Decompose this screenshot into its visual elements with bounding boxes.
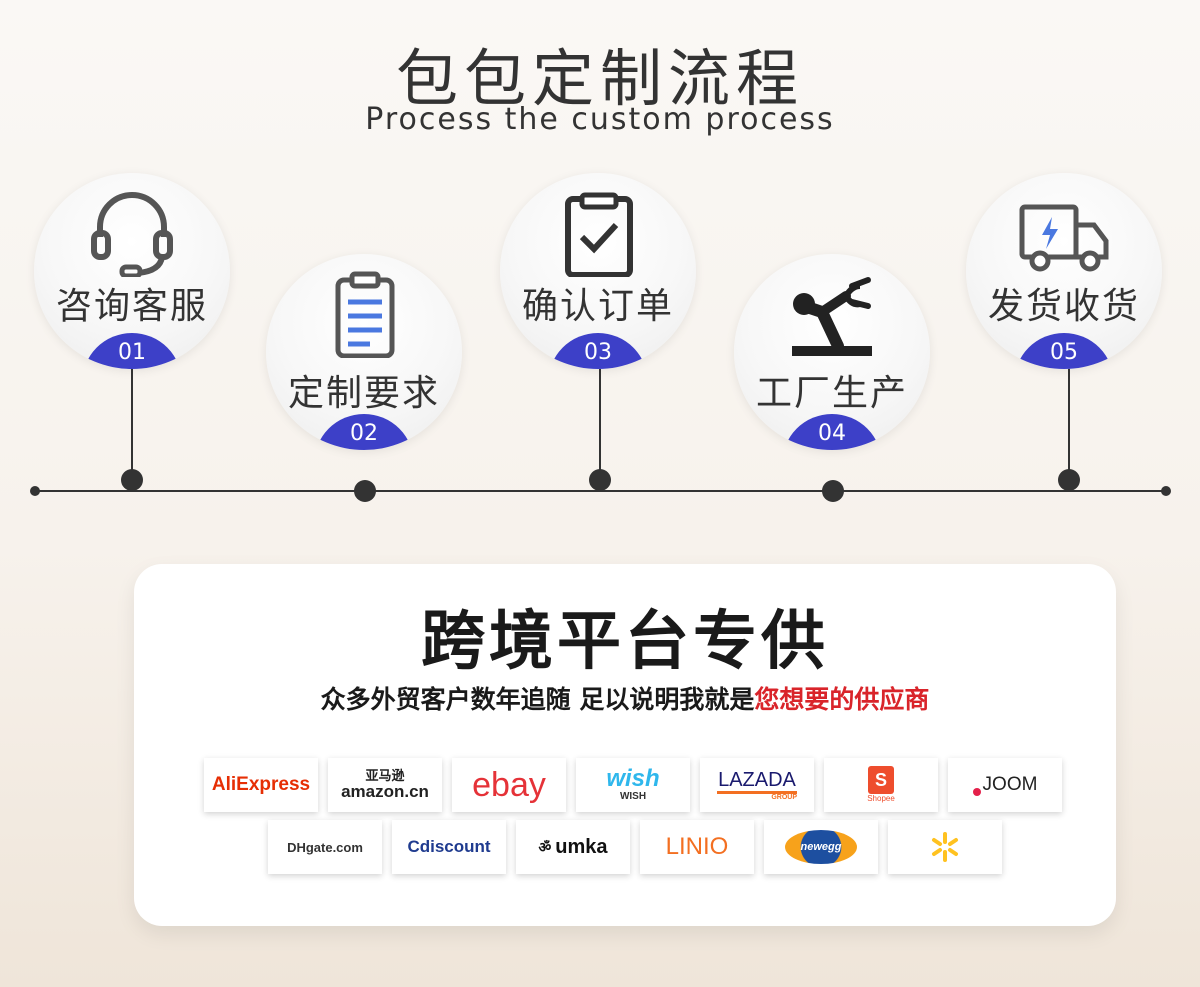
page-title: 包包定制流程 [395,42,804,115]
step-number-badge: 02 [314,414,414,450]
logo-text: AliExpress [211,774,311,795]
step-3-connector [599,366,601,481]
logo-subtext: Shopee [867,794,895,803]
step-number-badge: 05 [1014,333,1114,369]
step-label: 工厂生产 [755,373,908,414]
logo-text: Cdiscount [407,837,491,856]
logo-lazada: LAZADA GROUP [700,758,814,812]
step-5-timeline-dot [1058,469,1080,491]
logo-amazon-cn: 亚马逊 amazon.cn [328,758,442,812]
logo-subtext: GROUP [717,790,797,802]
step-5-connector [1068,366,1070,481]
newegg-egg-icon: newegg [785,830,857,864]
step-confirm-order: 确认订单 03 [500,173,696,369]
platforms-subtitle: 众多外贸客户数年追随 足以说明我就是您想要的供应商 [134,680,1116,716]
logo-text-top: 亚马逊 [365,768,405,783]
page-subtitle: Process the custom process [365,102,835,137]
logo-aliexpress: AliExpress [204,758,318,812]
step-circle: 定制要求 02 [266,254,462,450]
step-requirements: 定制要求 02 [266,254,462,450]
logo-text: S [874,769,887,790]
joom-dot-icon [972,788,981,796]
logo-text: JOOM [982,774,1038,795]
logo-cdiscount: Cdiscount [392,820,506,874]
step-label: 发货收货 [987,286,1140,327]
delivery-truck-icon [1019,204,1109,272]
logo-text: ebay [472,765,546,804]
robot-arm-icon [792,277,872,356]
step-circle: 咨询客服 01 [34,173,230,369]
step-1-timeline-dot [121,469,143,491]
logo-text: LAZADA [718,768,796,791]
logo-newegg: newegg [764,820,878,874]
step-label: 确认订单 [521,286,674,327]
logo-shopee: S Shopee [824,758,938,812]
step-circle: 确认订单 03 [500,173,696,369]
step-circle: 发货收货 05 [966,173,1162,369]
logo-joom: JOOM [948,758,1062,812]
logo-subtext: WISH [619,791,647,802]
step-1-connector [131,366,133,481]
logo-text: LINIO [665,833,729,860]
logo-wish: wish WISH [576,758,690,812]
logo-linio: LINIO [640,820,754,874]
logo-text: newegg [800,841,842,853]
logo-text: DHgate.com [287,839,363,855]
step-number-badge: 03 [548,333,648,369]
platforms-title: 跨境平台专供 [421,605,829,679]
logo-ebay: ebay [452,758,566,812]
logo-walmart [888,820,1002,874]
timeline-end-dot [1161,486,1171,496]
step-2-timeline-dot [354,480,376,502]
walmart-spark-icon [932,832,958,862]
shopee-bag-icon: S [868,766,894,794]
logo-umka: ॐ umka [516,820,630,874]
step-number-badge: 04 [782,414,882,450]
step-number-badge: 01 [82,333,182,369]
step-shipping: 发货收货 05 [966,173,1162,369]
logo-text: umka [555,835,608,858]
step-label: 咨询客服 [55,286,208,327]
headset-icon [91,192,173,277]
logo-text: amazon.cn [341,782,429,801]
timeline-line [34,490,1168,492]
step-3-timeline-dot [589,469,611,491]
platforms-card: 跨境平台专供 众多外贸客户数年追随 足以说明我就是您想要的供应商 AliExpr… [134,564,1116,926]
step-consult: 咨询客服 01 [34,173,230,369]
platforms-subtitle-highlight: 您想要的供应商 [754,685,930,714]
umka-mark-icon: ॐ [538,838,552,855]
step-circle: 工厂生产 04 [734,254,930,450]
step-label: 定制要求 [287,373,440,414]
logo-text: wish [606,765,660,792]
clipboard-icon [335,271,395,358]
logo-dhgate: DHgate.com [268,820,382,874]
platforms-subtitle-text: 众多外贸客户数年追随 足以说明我就是 [320,685,755,714]
step-factory-production: 工厂生产 04 [734,254,930,450]
step-4-timeline-dot [822,480,844,502]
checklist-icon [565,192,633,277]
